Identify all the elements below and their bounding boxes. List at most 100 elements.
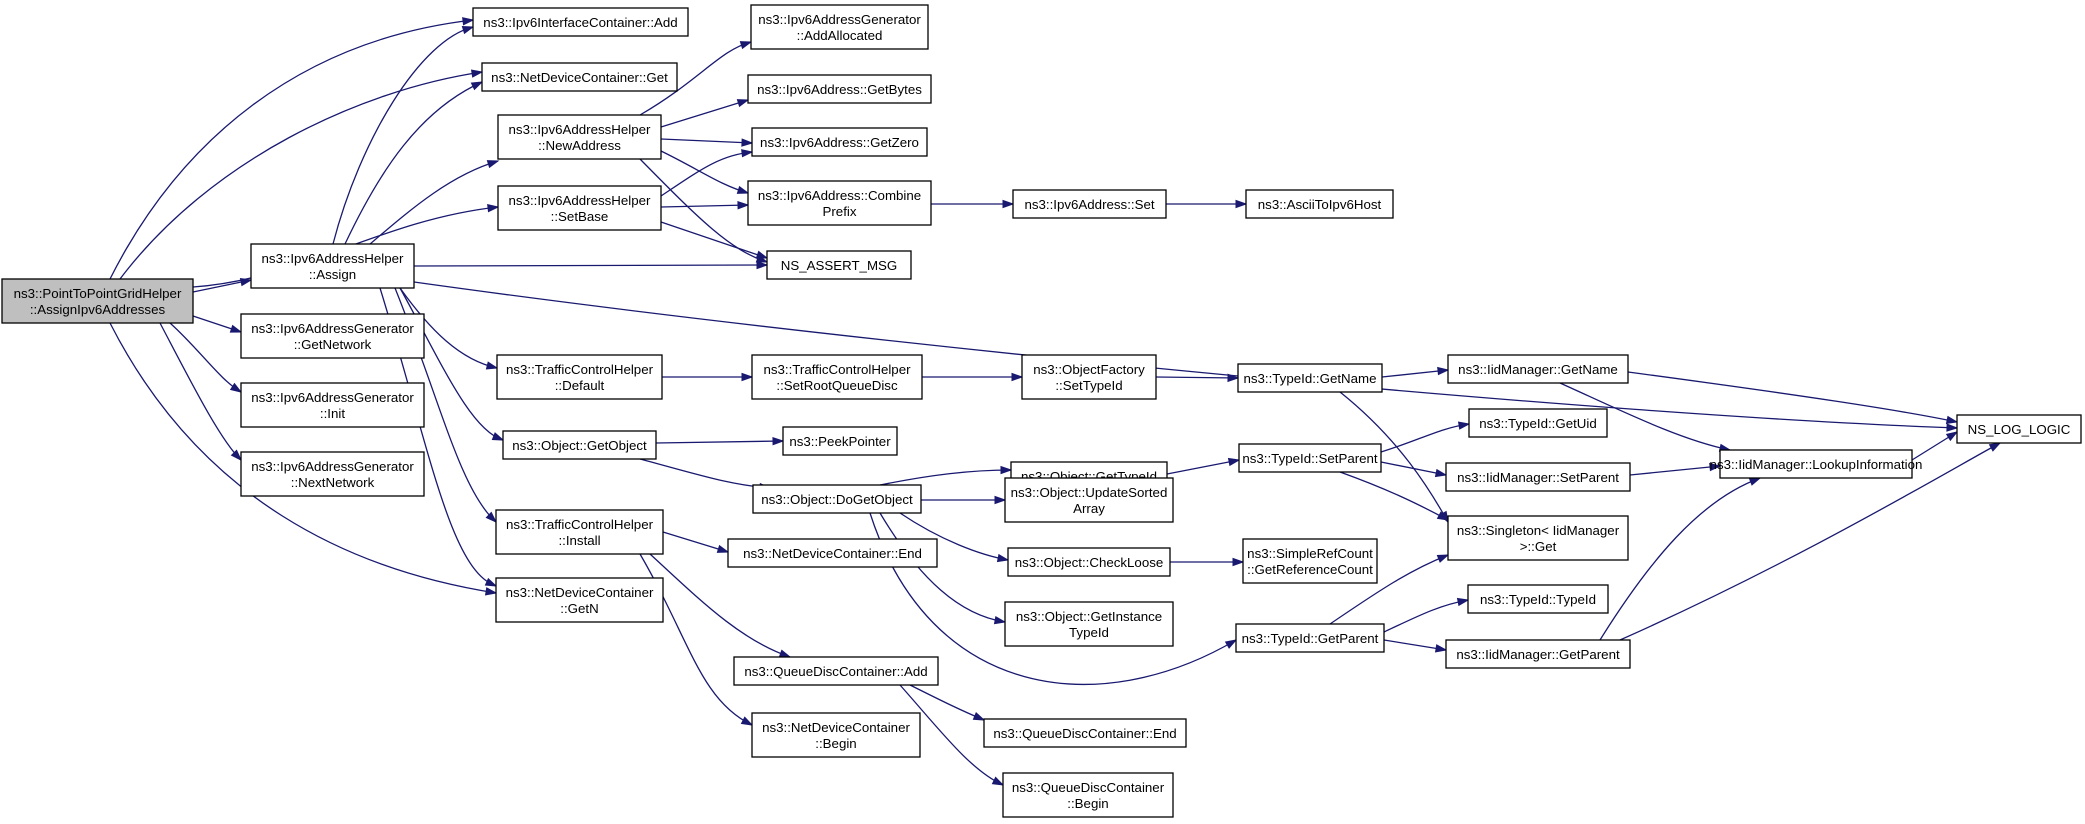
node-box[interactable] bbox=[497, 185, 662, 231]
node-qdc_end[interactable]: ns3::QueueDiscContainer::End bbox=[983, 718, 1187, 748]
node-box[interactable] bbox=[1242, 538, 1378, 584]
node-assign[interactable]: ns3::Ipv6AddressHelper::Assign bbox=[250, 243, 415, 289]
node-obj_getobject[interactable]: ns3::Object::GetObject bbox=[502, 430, 657, 460]
node-box[interactable] bbox=[1956, 414, 2082, 444]
node-qdc_add[interactable]: ns3::QueueDiscContainer::Add bbox=[733, 656, 939, 686]
node-label: ns3::TypeId::GetParent bbox=[1242, 631, 1379, 646]
node-box[interactable] bbox=[1002, 772, 1174, 818]
node-box[interactable] bbox=[1235, 623, 1385, 653]
node-box[interactable] bbox=[751, 127, 928, 157]
node-gen_addallocated[interactable]: ns3::Ipv6AddressGenerator::AddAllocated bbox=[750, 4, 929, 50]
node-box[interactable] bbox=[1245, 189, 1394, 219]
node-newaddress[interactable]: ns3::Ipv6AddressHelper::NewAddress bbox=[497, 114, 662, 160]
node-box[interactable] bbox=[1468, 408, 1608, 438]
node-addr_getzero[interactable]: ns3::Ipv6Address::GetZero bbox=[751, 127, 928, 157]
node-box[interactable] bbox=[747, 180, 932, 226]
node-ndc_end[interactable]: ns3::NetDeviceContainer::End bbox=[727, 538, 938, 568]
node-iid_setparent[interactable]: ns3::IidManager::SetParent bbox=[1445, 462, 1631, 492]
node-box[interactable] bbox=[1447, 515, 1629, 561]
node-ipv6ic_add[interactable]: ns3::Ipv6InterfaceContainer::Add bbox=[472, 7, 689, 37]
node-box[interactable] bbox=[751, 354, 923, 400]
edge-obj_getobject-to-obj_dogetobject bbox=[639, 458, 771, 489]
edge-arrowhead bbox=[740, 716, 754, 726]
node-label: ns3::NetDeviceContainer::Get bbox=[491, 70, 668, 85]
node-ns_log_logic[interactable]: NS_LOG_LOGIC bbox=[1956, 414, 2082, 444]
node-ascii_to_ipv6host[interactable]: ns3::AsciiToIpv6Host bbox=[1245, 189, 1394, 219]
node-iid_getparent[interactable]: ns3::IidManager::GetParent bbox=[1445, 639, 1631, 669]
node-box[interactable] bbox=[727, 538, 938, 568]
node-gen_getnetwork[interactable]: ns3::Ipv6AddressGenerator::GetNetwork bbox=[240, 313, 425, 359]
node-box[interactable] bbox=[750, 4, 929, 50]
node-box[interactable] bbox=[250, 243, 415, 289]
node-box[interactable] bbox=[472, 7, 689, 37]
node-box[interactable] bbox=[1004, 601, 1174, 647]
node-box[interactable] bbox=[733, 656, 939, 686]
edge-obj_dogetobject-to-typeid_getparent bbox=[869, 512, 1237, 686]
node-tch_install[interactable]: ns3::TrafficControlHelper::Install bbox=[495, 509, 664, 555]
node-box[interactable] bbox=[1, 278, 194, 324]
node-box[interactable] bbox=[495, 577, 664, 623]
node-box[interactable] bbox=[496, 354, 663, 400]
node-box[interactable] bbox=[751, 712, 921, 758]
node-box[interactable] bbox=[766, 250, 912, 280]
node-box[interactable] bbox=[1237, 363, 1383, 393]
node-box[interactable] bbox=[481, 62, 678, 92]
node-box[interactable] bbox=[782, 426, 898, 456]
node-simplerefcount[interactable]: ns3::SimpleRefCount::GetReferenceCount bbox=[1242, 538, 1378, 584]
node-singleton_get[interactable]: ns3::Singleton< IidManager>::Get bbox=[1447, 515, 1629, 561]
edge-arrowhead bbox=[739, 41, 753, 50]
node-box[interactable] bbox=[495, 509, 664, 555]
node-ndc_getn[interactable]: ns3::NetDeviceContainer::GetN bbox=[495, 577, 664, 623]
node-addr_set[interactable]: ns3::Ipv6Address::Set bbox=[1012, 189, 1167, 219]
node-box[interactable] bbox=[1004, 477, 1174, 523]
edge-arrowhead bbox=[737, 201, 750, 210]
node-box[interactable] bbox=[1012, 189, 1167, 219]
node-typeid_getparent[interactable]: ns3::TypeId::GetParent bbox=[1235, 623, 1385, 653]
node-typeid_getname[interactable]: ns3::TypeId::GetName bbox=[1237, 363, 1383, 393]
node-root[interactable]: ns3::PointToPointGridHelper::AssignIpv6A… bbox=[1, 278, 194, 324]
node-of_settypeid[interactable]: ns3::ObjectFactory::SetTypeId bbox=[1021, 354, 1157, 400]
node-gen_init[interactable]: ns3::Ipv6AddressGenerator::Init bbox=[240, 382, 425, 428]
node-box[interactable] bbox=[1467, 584, 1609, 614]
node-typeid_getuid[interactable]: ns3::TypeId::GetUid bbox=[1468, 408, 1608, 438]
node-box[interactable] bbox=[240, 451, 425, 497]
node-box[interactable] bbox=[502, 430, 657, 460]
node-box[interactable] bbox=[1445, 639, 1631, 669]
node-box[interactable] bbox=[747, 74, 932, 104]
node-setbase[interactable]: ns3::Ipv6AddressHelper::SetBase bbox=[497, 185, 662, 231]
node-qdc_begin[interactable]: ns3::QueueDiscContainer::Begin bbox=[1002, 772, 1174, 818]
node-box[interactable] bbox=[1021, 354, 1157, 400]
node-box[interactable] bbox=[1238, 443, 1382, 473]
node-box[interactable] bbox=[1007, 547, 1171, 577]
node-peekpointer[interactable]: ns3::PeekPointer bbox=[782, 426, 898, 456]
node-ndc_get[interactable]: ns3::NetDeviceContainer::Get bbox=[481, 62, 678, 92]
node-box[interactable] bbox=[983, 718, 1187, 748]
edge-assign-to-ndc_get bbox=[344, 81, 483, 245]
node-obj_dogetobject[interactable]: ns3::Object::DoGetObject bbox=[752, 484, 922, 514]
node-ndc_begin[interactable]: ns3::NetDeviceContainer::Begin bbox=[751, 712, 921, 758]
node-label: ns3::QueueDiscContainer::Add bbox=[744, 664, 927, 679]
edge-typeid_setparent-to-typeid_getuid bbox=[1380, 423, 1470, 453]
edge-iid_setparent-to-iid_lookupinfo bbox=[1629, 465, 1721, 476]
node-gen_nextnetwork[interactable]: ns3::Ipv6AddressGenerator::NextNetwork bbox=[240, 451, 425, 497]
node-box[interactable] bbox=[240, 382, 425, 428]
node-box[interactable] bbox=[752, 484, 922, 514]
node-addr_getbytes[interactable]: ns3::Ipv6Address::GetBytes bbox=[747, 74, 932, 104]
node-typeid_typeid[interactable]: ns3::TypeId::TypeId bbox=[1467, 584, 1609, 614]
node-iid_lookupinfo[interactable]: ns3::IidManager::LookupInformation bbox=[1710, 449, 1923, 479]
node-ns_assert_msg[interactable]: NS_ASSERT_MSG bbox=[766, 250, 912, 280]
node-label: ns3::IidManager::GetParent bbox=[1456, 647, 1620, 662]
node-tch_setrootqueuedisc[interactable]: ns3::TrafficControlHelper::SetRootQueueD… bbox=[751, 354, 923, 400]
node-iid_getname[interactable]: ns3::IidManager::GetName bbox=[1447, 354, 1629, 384]
node-box[interactable] bbox=[1447, 354, 1629, 384]
node-tch_default[interactable]: ns3::TrafficControlHelper::Default bbox=[496, 354, 663, 400]
node-obj_checkloose[interactable]: ns3::Object::CheckLoose bbox=[1007, 547, 1171, 577]
node-box[interactable] bbox=[240, 313, 425, 359]
node-typeid_setparent[interactable]: ns3::TypeId::SetParent bbox=[1238, 443, 1382, 473]
node-box[interactable] bbox=[1719, 449, 1913, 479]
node-box[interactable] bbox=[1445, 462, 1631, 492]
node-box[interactable] bbox=[497, 114, 662, 160]
